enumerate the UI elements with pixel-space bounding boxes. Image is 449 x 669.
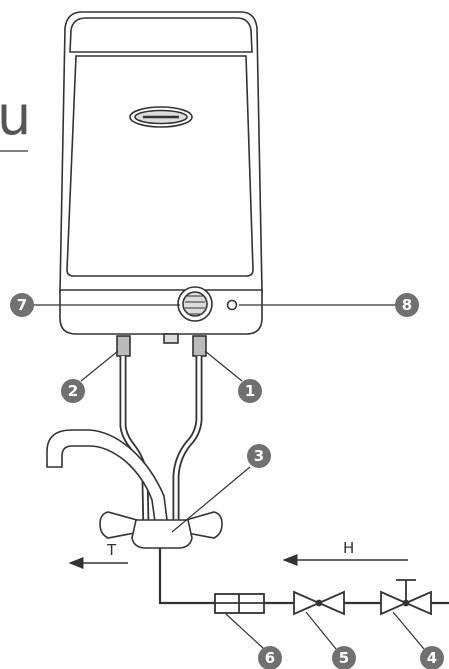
svg-text:7: 7 [17,296,27,314]
callout-7: 7 [10,293,34,317]
tap-handle-left [99,511,141,539]
indicator-lamp [226,299,238,311]
callout-5: 5 [332,646,356,669]
svg-text:4: 4 [427,649,437,667]
hot-water-flow-arrow: H [282,539,408,566]
svg-text:2: 2 [68,382,78,400]
callout-6: 6 [258,646,282,669]
inlet-fitting-left [116,335,131,357]
heater-upper-shell [59,11,263,293]
tap-body [131,519,193,549]
filter-6 [214,593,265,614]
mixer-tap [46,429,223,549]
tap-outlet-flow-arrow: T [68,541,128,569]
tap-handle-right [180,511,223,539]
valve-4 [380,579,432,616]
supply-pipe [158,548,449,605]
side-heading-fragment: u [0,84,31,147]
water-heater [59,11,263,357]
callout-1: 1 [238,379,262,403]
callout-8: 8 [395,293,419,317]
heater-front-panel [66,55,254,277]
thermostat-knob [177,286,213,322]
drain-fitting [163,333,179,344]
svg-text:1: 1 [245,382,255,400]
inlet-fitting-right [192,335,207,357]
svg-text:3: 3 [254,447,264,465]
svg-text:6: 6 [265,649,275,667]
valve-5 [293,590,345,616]
heater-lid-line [69,17,253,53]
callout-2: 2 [61,379,85,403]
hot-water-label: H [343,539,354,557]
callout-4: 4 [420,646,444,669]
leader-lines [33,304,425,650]
svg-text:5: 5 [339,649,349,667]
tap-outlet-label: T [106,541,117,559]
connection-hoses [119,356,203,531]
callout-3: 3 [247,444,271,468]
heater-bottom-section [59,289,263,335]
svg-text:8: 8 [402,296,412,314]
brand-logo [129,106,193,128]
